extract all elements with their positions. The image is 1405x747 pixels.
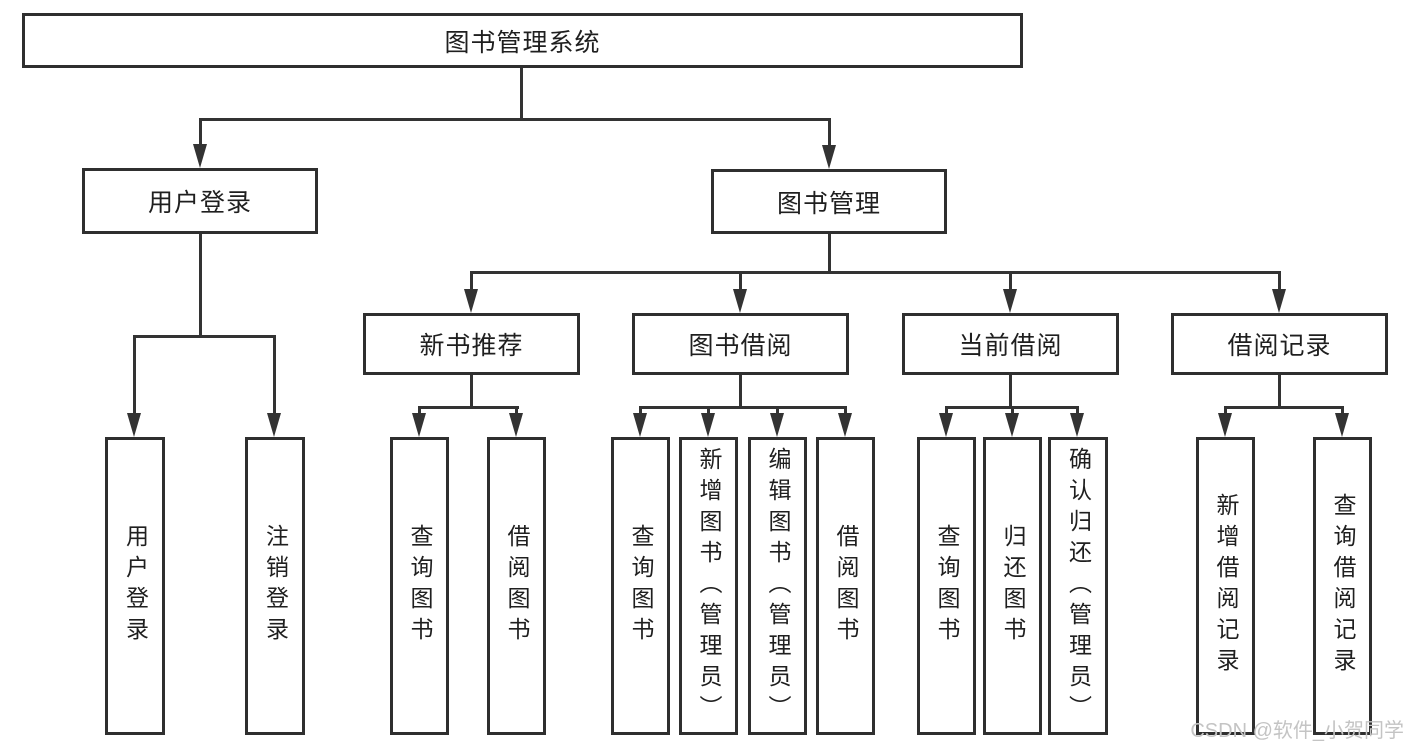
node-system-root: 图书管理系统 bbox=[22, 13, 1023, 68]
arrow-down-icon bbox=[838, 413, 852, 437]
node-current-borrow: 当前借阅 bbox=[902, 313, 1119, 375]
connector bbox=[707, 406, 710, 418]
node-new-book-recommend: 新书推荐 bbox=[363, 313, 580, 375]
node-user-login: 用户登录 bbox=[82, 168, 318, 234]
node-label: 新增借阅记录 bbox=[1213, 493, 1239, 679]
node-label: 借阅图书 bbox=[504, 524, 530, 648]
leaf-return-book: 归还图书 bbox=[983, 437, 1042, 735]
connector bbox=[199, 118, 831, 121]
leaf-add-borrow-record: 新增借阅记录 bbox=[1196, 437, 1255, 735]
arrow-down-icon bbox=[1272, 289, 1286, 313]
connector bbox=[133, 335, 136, 415]
connector bbox=[418, 406, 421, 418]
arrow-down-icon bbox=[733, 289, 747, 313]
connector bbox=[520, 68, 523, 118]
arrow-down-icon bbox=[1005, 413, 1019, 437]
connector bbox=[133, 335, 275, 338]
connector bbox=[739, 375, 742, 409]
connector bbox=[828, 118, 831, 149]
arrow-down-icon bbox=[509, 413, 523, 437]
arrow-down-icon bbox=[770, 413, 784, 437]
leaf-add-book-admin: 新增图书（管理员） bbox=[679, 437, 738, 735]
node-label: 新增图书（管理员） bbox=[696, 446, 722, 726]
connector bbox=[199, 118, 202, 148]
node-label: 新书推荐 bbox=[419, 332, 524, 360]
node-label: 查询借阅记录 bbox=[1330, 493, 1356, 679]
arrow-down-icon bbox=[464, 289, 478, 313]
connector bbox=[1341, 406, 1344, 418]
leaf-logout: 注销登录 bbox=[245, 437, 305, 735]
connector bbox=[1224, 406, 1344, 409]
arrow-down-icon bbox=[193, 144, 207, 168]
node-label: 借阅图书 bbox=[833, 524, 859, 648]
connector bbox=[1278, 375, 1281, 409]
arrow-down-icon bbox=[1003, 289, 1017, 313]
connector bbox=[639, 406, 847, 409]
connector bbox=[1076, 406, 1079, 418]
arrow-down-icon bbox=[822, 145, 836, 169]
connector bbox=[515, 406, 518, 418]
node-label: 用户登录 bbox=[122, 524, 149, 648]
node-label: 注销登录 bbox=[262, 524, 289, 648]
leaf-query-book-3: 查询图书 bbox=[917, 437, 976, 735]
node-label: 确认归还（管理员） bbox=[1065, 446, 1092, 726]
leaf-edit-book-admin: 编辑图书（管理员） bbox=[748, 437, 807, 735]
arrow-down-icon bbox=[412, 413, 426, 437]
leaf-confirm-return-admin: 确认归还（管理员） bbox=[1048, 437, 1108, 735]
arrow-down-icon bbox=[633, 413, 647, 437]
leaf-user-login: 用户登录 bbox=[105, 437, 165, 735]
node-label: 编辑图书（管理员） bbox=[765, 446, 791, 726]
connector bbox=[1224, 406, 1227, 418]
arrow-down-icon bbox=[267, 413, 281, 437]
connector bbox=[639, 406, 642, 418]
connector bbox=[470, 271, 1281, 274]
node-label: 查询图书 bbox=[407, 524, 433, 648]
node-label: 图书管理 bbox=[776, 189, 881, 218]
arrow-down-icon bbox=[1335, 413, 1349, 437]
node-label: 查询图书 bbox=[628, 524, 654, 648]
arrow-down-icon bbox=[127, 413, 141, 437]
arrow-down-icon bbox=[1218, 413, 1232, 437]
connector bbox=[273, 335, 276, 415]
connector bbox=[418, 406, 519, 409]
connector bbox=[470, 375, 473, 409]
arrow-down-icon bbox=[701, 413, 715, 437]
node-label: 借阅记录 bbox=[1227, 332, 1332, 360]
node-book-borrow: 图书借阅 bbox=[632, 313, 849, 375]
node-borrow-record: 借阅记录 bbox=[1171, 313, 1388, 375]
connector bbox=[199, 234, 202, 338]
leaf-query-book-1: 查询图书 bbox=[390, 437, 449, 735]
connector bbox=[1278, 271, 1281, 292]
connector bbox=[1009, 271, 1012, 292]
leaf-borrow-book-1: 借阅图书 bbox=[487, 437, 546, 735]
csdn-watermark: CSDN @软件_小贺同学 bbox=[1190, 720, 1404, 742]
arrow-down-icon bbox=[1070, 413, 1084, 437]
leaf-query-book-2: 查询图书 bbox=[611, 437, 670, 735]
connector bbox=[776, 406, 779, 418]
connector bbox=[739, 271, 742, 292]
connector bbox=[1011, 406, 1014, 418]
node-label: 图书管理系统 bbox=[444, 28, 601, 57]
node-label: 用户登录 bbox=[147, 189, 252, 217]
node-label: 归还图书 bbox=[1000, 524, 1026, 648]
arrow-down-icon bbox=[939, 413, 953, 437]
node-label: 图书借阅 bbox=[688, 332, 793, 360]
connector bbox=[470, 271, 473, 292]
connector bbox=[1009, 375, 1012, 409]
leaf-query-borrow-record: 查询借阅记录 bbox=[1313, 437, 1372, 735]
node-book-management: 图书管理 bbox=[711, 169, 947, 234]
node-label: 当前借阅 bbox=[958, 332, 1063, 360]
connector bbox=[844, 406, 847, 418]
connector bbox=[828, 234, 831, 274]
node-label: 查询图书 bbox=[934, 524, 960, 648]
connector bbox=[945, 406, 948, 418]
leaf-borrow-book-2: 借阅图书 bbox=[816, 437, 875, 735]
